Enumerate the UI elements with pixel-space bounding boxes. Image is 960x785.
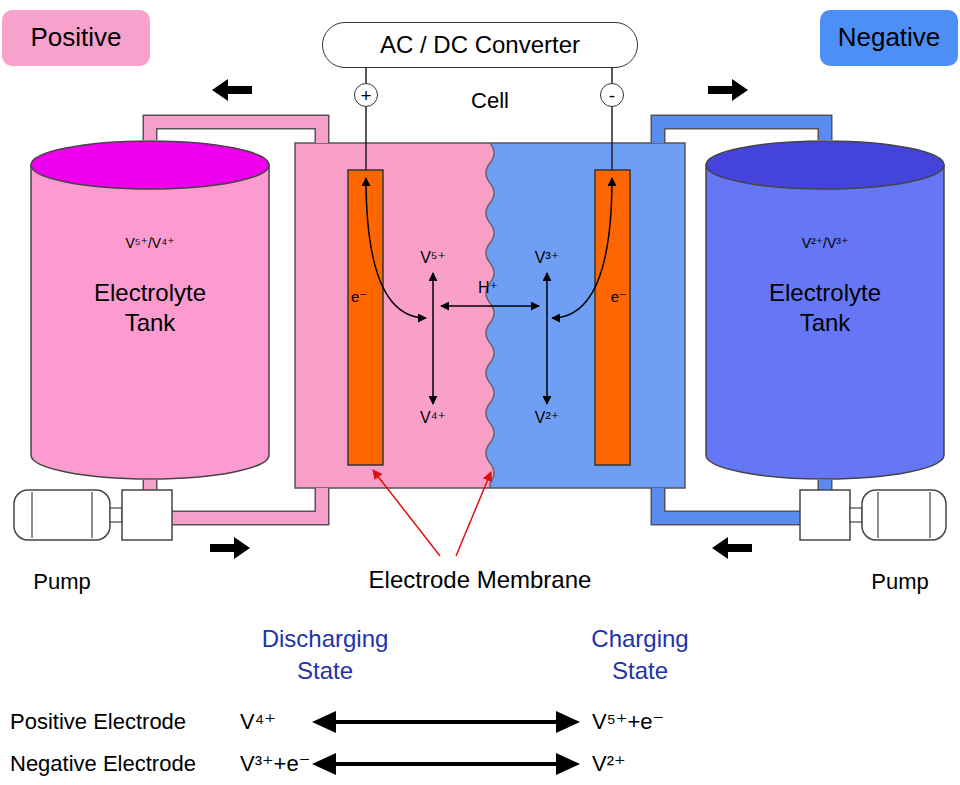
cell-label: Cell <box>295 88 685 114</box>
reaction-species: V³⁺+e⁻ <box>240 751 310 777</box>
reaction-species: V²⁺ <box>592 751 626 777</box>
pump-shaft <box>850 508 862 522</box>
state-heading: Discharging State <box>255 623 395 687</box>
cell-stack: Celle⁻e⁻ <box>295 143 685 488</box>
row-label: Positive Electrode <box>10 709 186 735</box>
equilibrium-arrow <box>330 720 562 724</box>
electrolyte-pipe-line <box>658 122 825 143</box>
node-text: - <box>609 86 615 105</box>
electrolyte-pipe-line <box>150 122 322 143</box>
equilibrium-arrow-head <box>556 711 580 733</box>
node-text: Negative <box>838 22 941 53</box>
equilibrium-arrow-head <box>556 753 580 775</box>
motor-fin <box>877 492 878 538</box>
state-heading: Charging State <box>570 623 710 687</box>
terminal-tag: Positive <box>2 10 150 66</box>
wire <box>612 107 613 170</box>
pump-head <box>800 490 850 540</box>
tank-label: Electrolyte Tank <box>755 278 895 338</box>
terminal-circle: + <box>354 83 378 107</box>
terminal-tag: Negative <box>820 10 958 66</box>
tank-lid <box>31 141 269 189</box>
electron-path-arrow <box>366 178 426 318</box>
reaction-arrow <box>546 273 548 404</box>
ion-label: V⁴⁺ <box>420 408 446 427</box>
tank-label: Electrolyte Tank <box>80 278 220 338</box>
cell-outline <box>295 143 685 488</box>
part-label: Pump <box>871 569 928 595</box>
membrane-line <box>486 143 494 488</box>
tank-lid <box>706 141 944 189</box>
proton-arrow <box>441 305 539 307</box>
electron-path-arrow <box>552 178 612 318</box>
tank-body <box>706 165 944 479</box>
equilibrium-arrow <box>330 762 562 766</box>
pipe-wall <box>658 122 825 143</box>
equilibrium-arrow-head <box>312 711 336 733</box>
node-text: Positive <box>30 22 121 53</box>
node-text: AC / DC Converter <box>380 31 580 60</box>
node-text: + <box>360 86 371 105</box>
part-label: Pump <box>33 569 90 595</box>
wire-line <box>365 68 367 83</box>
reaction-species: V⁵⁺+e⁻ <box>592 709 664 735</box>
leader-line <box>373 470 440 556</box>
flow-arrow <box>708 79 748 101</box>
leader-line <box>456 472 491 556</box>
electrode-plate <box>595 170 630 465</box>
electrode-plate <box>348 170 383 465</box>
electrolyte-pipe-line <box>150 480 322 518</box>
species-label: V⁵⁺/V⁴⁺ <box>125 235 174 252</box>
electrolyte-pipe <box>658 122 825 143</box>
converter-box: AC / DC Converter <box>322 22 638 68</box>
wire-line <box>611 107 613 170</box>
part-label: Electrode Membrane <box>369 566 592 595</box>
reaction-species: V⁴⁺ <box>240 709 276 735</box>
ion-label: V³⁺ <box>535 248 559 267</box>
pump-head <box>122 490 172 540</box>
flow-arrow <box>212 79 252 101</box>
pump-shaft <box>110 508 122 522</box>
motor-fin <box>31 492 32 538</box>
motor-fin <box>91 492 92 538</box>
electron-label: e⁻ <box>351 288 383 306</box>
electrolyte-tank: V²⁺/V³⁺ Electrolyte Tank <box>705 140 945 480</box>
equilibrium-arrow-head <box>312 753 336 775</box>
ion-label: V²⁺ <box>535 408 559 427</box>
species-label: V²⁺/V³⁺ <box>802 235 849 252</box>
motor-fin <box>929 492 930 538</box>
positive-half-cell <box>295 143 494 488</box>
tank-body <box>31 165 269 479</box>
electrode: e⁻ <box>595 170 630 465</box>
pipe-wall <box>150 122 322 143</box>
electrolyte-pipe <box>150 122 322 143</box>
ion-label: H⁺ <box>478 278 498 297</box>
terminal-circle: - <box>600 83 624 107</box>
flow-arrow <box>210 537 250 559</box>
negative-half-cell <box>486 143 685 488</box>
row-label: Negative Electrode <box>10 751 196 777</box>
electrode: e⁻ <box>348 170 383 465</box>
wire <box>366 107 367 170</box>
flow-arrow <box>712 537 752 559</box>
pipe-wall <box>150 480 322 518</box>
pump-motor <box>862 490 946 540</box>
wire <box>612 68 613 83</box>
pump-motor <box>14 490 110 540</box>
wire <box>366 68 367 83</box>
reaction-arrow <box>432 273 434 404</box>
wire-line <box>365 107 367 170</box>
ion-label: V⁵⁺ <box>420 248 446 267</box>
electrolyte-pipe <box>150 480 322 518</box>
wire-line <box>611 68 613 83</box>
electrolyte-tank: V⁵⁺/V⁴⁺ Electrolyte Tank <box>30 140 270 480</box>
electron-label: e⁻ <box>595 288 627 306</box>
